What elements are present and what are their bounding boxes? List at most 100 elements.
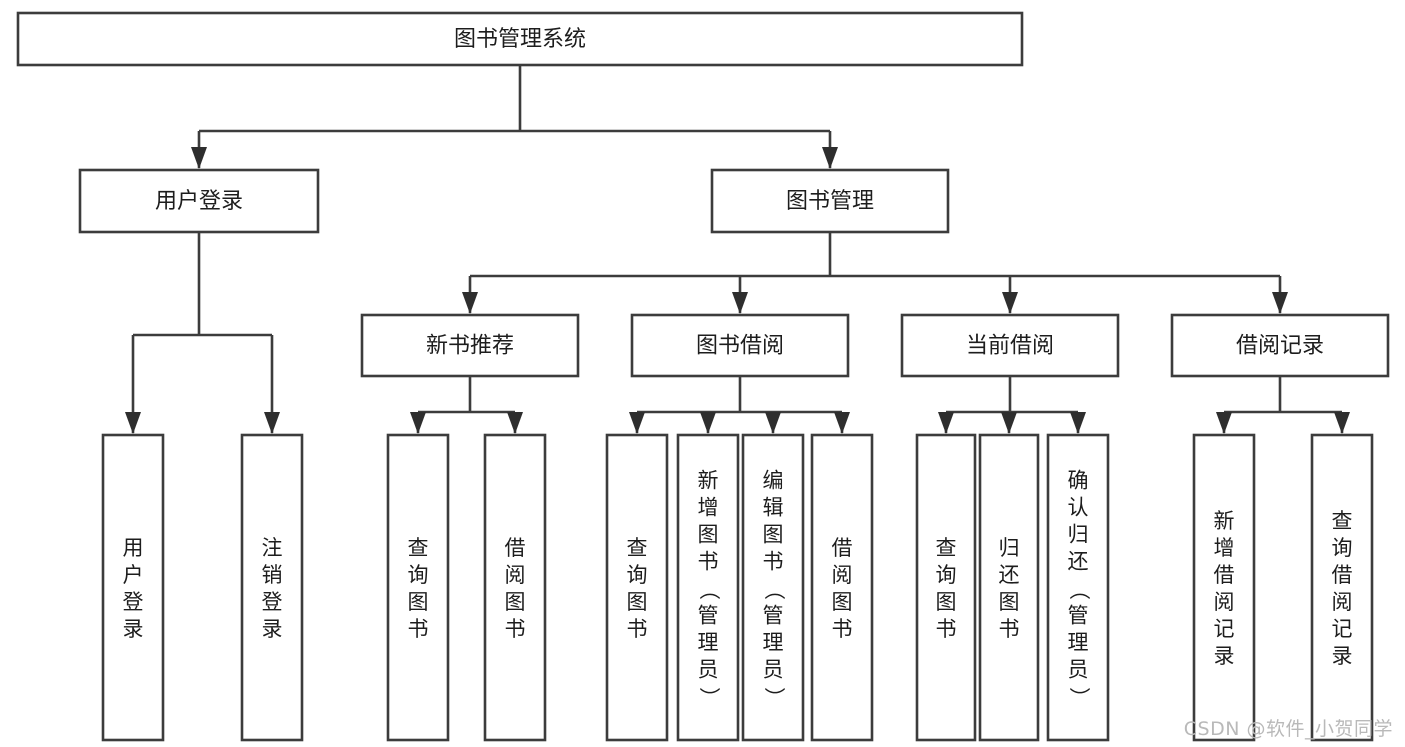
leaf-label-char: 图 <box>627 590 648 614</box>
leaf-label-char: 新 <box>1214 509 1235 533</box>
node-level2-1[interactable]: 图书管理 <box>710 168 950 234</box>
leaf-label-char: 员 <box>1068 658 1089 682</box>
node-label: 用户登录 <box>155 189 243 214</box>
node-level3-1[interactable]: 图书借阅 <box>630 313 850 378</box>
leaf-label-char: 登 <box>262 590 283 614</box>
leaf-label-char: 用 <box>123 536 144 560</box>
leaf-label-char: 管 <box>1068 604 1089 628</box>
csdn-watermark: CSDN @软件_小贺同学 <box>1183 718 1393 740</box>
leaf-label-char: （ <box>1067 579 1091 600</box>
leaf-label-char: 认 <box>1068 496 1089 520</box>
leaf-label-char: 询 <box>408 563 429 587</box>
node-level2-0[interactable]: 用户登录 <box>78 168 320 234</box>
leaf-label-char: 书 <box>627 617 648 641</box>
leaf-label-char: 书 <box>936 617 957 641</box>
connector-layer <box>125 65 1350 434</box>
leaf-label-char: 归 <box>1068 523 1089 547</box>
leaf-label-char: 编 <box>763 469 784 493</box>
node-level3-2[interactable]: 当前借阅 <box>900 313 1120 378</box>
leaf-label-char: （ <box>697 579 721 600</box>
leaf-label-char: 阅 <box>1332 590 1353 614</box>
leaf-label-char: 录 <box>1332 644 1353 668</box>
leaf-label-char: 管 <box>763 604 784 628</box>
leaf-label-char: 员 <box>763 658 784 682</box>
leaf-label-char: 理 <box>1068 631 1089 655</box>
node-label: 新书推荐 <box>426 334 514 359</box>
leaf-label-char: 销 <box>262 563 283 587</box>
leaf-label-char: 借 <box>505 536 526 560</box>
leaf-label-char: 图 <box>698 523 719 547</box>
leaf-label-char: 书 <box>763 550 784 574</box>
leaf-label-char: 书 <box>698 550 719 574</box>
leaf-label-char: 查 <box>627 536 648 560</box>
leaf-label-char: 阅 <box>832 563 853 587</box>
leaf-label-char: ） <box>1067 687 1091 708</box>
leaf-label-char: 书 <box>505 617 526 641</box>
leaf-label-char: 询 <box>1332 536 1353 560</box>
leaf-label-char: 图 <box>936 590 957 614</box>
node-level3-3[interactable]: 借阅记录 <box>1170 313 1390 378</box>
leaf-label-char: 查 <box>936 536 957 560</box>
node-root-library-system[interactable]: 图书管理系统 <box>16 11 1024 67</box>
leaf-label-char: ） <box>762 687 786 708</box>
node-label: 借阅记录 <box>1236 334 1324 359</box>
leaf-label-char: 询 <box>627 563 648 587</box>
leaf-label-char: 注 <box>262 536 283 560</box>
leaf-label-char: 图 <box>832 590 853 614</box>
leaf-label-char: 记 <box>1214 617 1235 641</box>
leaf-label-char: 书 <box>408 617 429 641</box>
leaf-label-char: 查 <box>408 536 429 560</box>
node-leaf-0[interactable]: 用户登录 <box>101 433 165 742</box>
node-layer: 图书管理系统用户登录图书管理新书推荐图书借阅当前借阅借阅记录用户登录注销登录查询… <box>16 11 1390 742</box>
leaf-label-char: 还 <box>999 563 1020 587</box>
leaf-label-char: 图 <box>999 590 1020 614</box>
leaf-label-char: 管 <box>698 604 719 628</box>
leaf-label-char: （ <box>762 579 786 600</box>
node-label: 图书借阅 <box>696 334 784 359</box>
leaf-label-char: 理 <box>698 631 719 655</box>
leaf-label-char: 图 <box>505 590 526 614</box>
leaf-label-char: 查 <box>1332 509 1353 533</box>
leaf-label-char: 书 <box>832 617 853 641</box>
leaf-label-char: 登 <box>123 590 144 614</box>
leaf-label-char: 图 <box>408 590 429 614</box>
leaf-label-char: 记 <box>1332 617 1353 641</box>
leaf-label-char: 增 <box>698 496 719 520</box>
node-label: 图书管理 <box>786 189 874 214</box>
leaf-label-char: 录 <box>1214 644 1235 668</box>
node-label: 当前借阅 <box>966 334 1054 359</box>
leaf-label-char: 还 <box>1068 550 1089 574</box>
leaf-label-char: 图 <box>763 523 784 547</box>
leaf-label-char: 归 <box>999 536 1020 560</box>
leaf-label-char: 理 <box>763 631 784 655</box>
leaf-label-char: 阅 <box>1214 590 1235 614</box>
leaf-label-char: 书 <box>999 617 1020 641</box>
leaf-label-char: 录 <box>123 617 144 641</box>
leaf-label-char: 辑 <box>763 496 784 520</box>
node-label: 图书管理系统 <box>454 27 586 52</box>
leaf-label-char: 户 <box>123 563 144 587</box>
leaf-label-char: ） <box>697 687 721 708</box>
node-level3-0[interactable]: 新书推荐 <box>360 313 580 378</box>
leaf-label-char: 借 <box>832 536 853 560</box>
leaf-label-char: 确 <box>1068 469 1089 493</box>
leaf-label-char: 员 <box>698 658 719 682</box>
leaf-label-char: 阅 <box>505 563 526 587</box>
leaf-label-char: 借 <box>1214 563 1235 587</box>
leaf-label-char: 录 <box>262 617 283 641</box>
leaf-label-char: 新 <box>698 469 719 493</box>
